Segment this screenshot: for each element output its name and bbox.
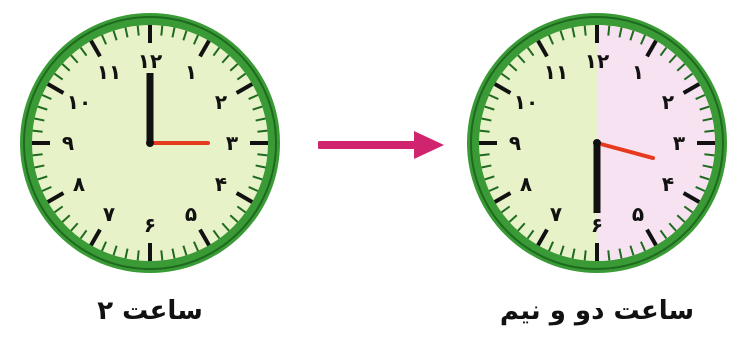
clock-numeral: ۱۱ [544, 60, 568, 84]
clock-numeral: ۱۰ [67, 90, 91, 114]
arrow-head [414, 131, 444, 159]
caption-left: ساعت ۲ [5, 296, 295, 326]
minute-tick [704, 154, 714, 155]
clock-numeral: ۹ [509, 131, 521, 155]
minute-tick [161, 250, 162, 260]
minute-tick [138, 250, 139, 260]
clock-numeral: ۴ [662, 172, 674, 196]
minute-tick [608, 26, 609, 36]
clock-numeral: ۱ [632, 60, 644, 84]
clock-numeral: ۸ [520, 172, 532, 196]
right-arrow-icon [318, 128, 446, 162]
minute-tick [704, 131, 714, 132]
clock-numeral: ۲ [215, 90, 227, 114]
minute-tick [480, 131, 490, 132]
clock-numeral: ۷ [550, 202, 562, 226]
minute-tick [257, 154, 267, 155]
clock-numeral: ۲ [662, 90, 674, 114]
minute-tick [585, 250, 586, 260]
clock-center-pin [593, 139, 601, 147]
minute-tick [585, 26, 586, 36]
clock-numeral: ۳ [673, 131, 685, 155]
clock-numeral: ۱۲ [585, 49, 609, 73]
clock-numeral: ۵ [632, 202, 644, 226]
clock-two-oclock: ۱۲ ۱۲ ۳ ۴۵ ۶ ۷۸ ۹ ۱۰۱۱ [5, 8, 295, 278]
minute-tick [257, 131, 267, 132]
clock-center-pin [146, 139, 154, 147]
minute-tick [33, 131, 43, 132]
minute-tick [480, 154, 490, 155]
clock-numeral: ۸ [73, 172, 85, 196]
caption-right: ساعت دو و نیم [452, 296, 742, 326]
clock-numeral: ۶ [591, 213, 603, 237]
clock-numeral: ۹ [62, 131, 74, 155]
clock-numeral: ۳ [226, 131, 238, 155]
clock-numeral: ۱۰ [514, 90, 538, 114]
minute-tick [33, 154, 43, 155]
minute-tick [608, 250, 609, 260]
minute-tick [138, 26, 139, 36]
clock-numeral: ۷ [103, 202, 115, 226]
minute-tick [161, 26, 162, 36]
clock-numeral: ۵ [185, 202, 197, 226]
clock-numeral: ۴ [215, 172, 227, 196]
clock-numeral: ۱۲ [138, 49, 162, 73]
clock-face-right: ۱۲ ۱۲ ۳ ۴۵ ۶ ۷۸ ۹ ۱۰۱۱ [452, 8, 742, 278]
clock-numeral: ۶ [144, 213, 156, 237]
clock-numeral: ۱ [185, 60, 197, 84]
clock-numeral: ۱۱ [97, 60, 121, 84]
